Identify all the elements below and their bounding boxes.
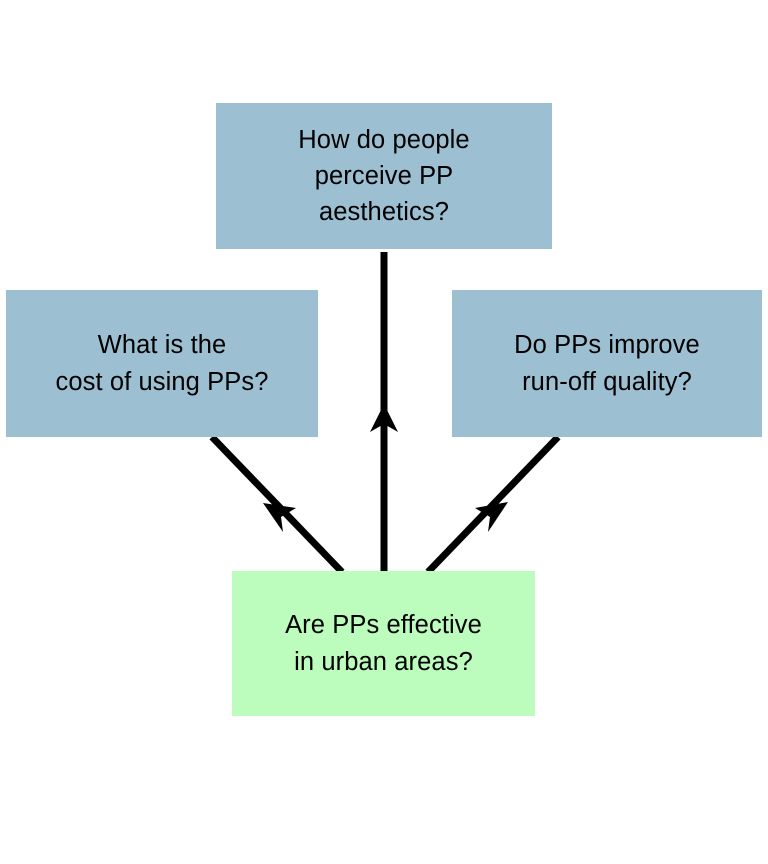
node-label-aesthetics: How do people perceive PP aesthetics? bbox=[298, 125, 470, 227]
edge-root-to-cost bbox=[209, 434, 345, 575]
node-box-runoff: Do PPs improve run-off quality? bbox=[452, 290, 762, 437]
node-box-root: Are PPs effective in urban areas? bbox=[232, 571, 535, 716]
arrowhead-up-left-icon bbox=[263, 503, 296, 532]
arrowhead-up-icon bbox=[370, 404, 398, 432]
node-label-cost: What is the cost of using PPs? bbox=[55, 331, 269, 396]
node-box-aesthetics: How do people perceive PP aesthetics? bbox=[216, 103, 552, 249]
node-box-cost: What is the cost of using PPs? bbox=[6, 290, 318, 437]
edge-root-to-aesthetics bbox=[370, 252, 398, 571]
arrowhead-up-right-icon bbox=[475, 502, 508, 532]
edge-root-to-runoff bbox=[425, 434, 561, 575]
node-label-runoff: Do PPs improve run-off quality? bbox=[514, 331, 700, 396]
node-label-root: Are PPs effective in urban areas? bbox=[285, 611, 482, 676]
